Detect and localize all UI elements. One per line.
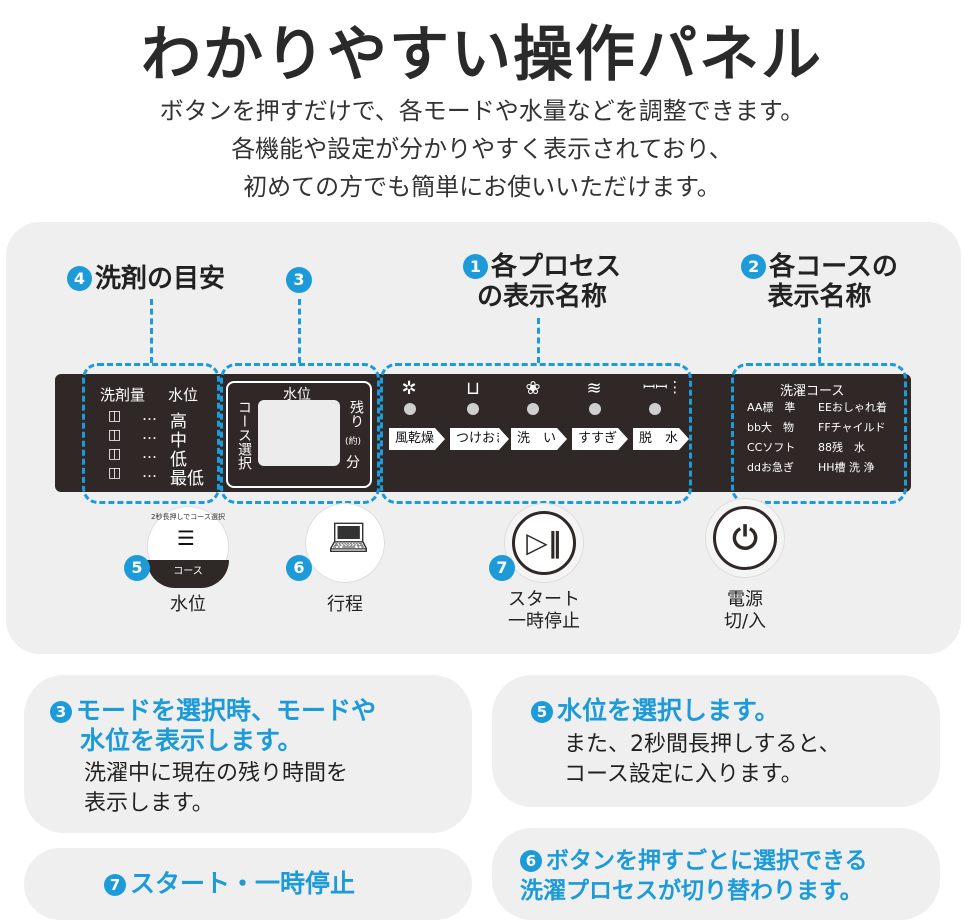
card5-body: また、2秒間長押しすると、 コース設定に入ります。: [564, 732, 841, 787]
power-icon: ⏻: [732, 519, 758, 557]
detergent-cup-icon: ◫: [108, 465, 122, 481]
leader-line-4: [150, 299, 153, 363]
highlight-detergent: [82, 363, 220, 504]
card3-body: 洗濯中に現在の残り時間を 表示します。: [84, 761, 349, 816]
detergent-cup-icon: ◫: [108, 446, 122, 462]
highlight-processes: [380, 363, 692, 504]
soak-icon: ⊔: [465, 378, 481, 399]
callout-number-3: 3: [286, 267, 312, 293]
play-pause-icon: ▷‖: [526, 526, 562, 559]
water-level-caption: 水位: [170, 594, 206, 615]
course-inner-label: コース: [173, 566, 203, 577]
leader-line-2: [818, 318, 821, 363]
process-tag-wash: 洗 い: [511, 428, 567, 450]
lcd-display: [258, 400, 340, 466]
intro-text: ボタンを押すだけで、各モードや水量などを調整できます。 各機能や設定が分かりやす…: [0, 92, 964, 206]
start-pause-button[interactable]: ▷‖: [504, 503, 584, 583]
lcd-approx: (約): [345, 437, 362, 447]
process-tag-air-dry: 風乾燥: [389, 428, 445, 450]
card-water-description: [492, 675, 940, 807]
process-led: [467, 403, 479, 415]
process-led: [649, 403, 661, 415]
lcd-remaining: 残り: [348, 400, 364, 428]
callout-number-2: 2: [741, 254, 767, 279]
laptop-icon: 💻︎: [327, 518, 371, 558]
level-high: 高: [170, 412, 187, 432]
water-level-button[interactable]: 2秒長押しでコース選択 ☰ コース: [147, 506, 229, 588]
course-list-right: EEおしゃれ着 FFチャイルド 88残 水 HH槽 洗 浄: [818, 401, 887, 474]
process-led: [404, 403, 416, 415]
wind-icon: ✲: [401, 378, 417, 399]
callout-number-6: 6: [286, 555, 312, 581]
lcd-course-select: コース選択: [236, 400, 252, 470]
page-title: わかりやすい操作パネル: [141, 20, 823, 90]
process-button[interactable]: 💻︎: [305, 503, 385, 583]
detergent-cup-icon: ◫: [108, 427, 122, 443]
intro-line-1: ボタンを押すだけで、各モードや水量などを調整できます。: [159, 97, 805, 125]
level-lowest: 最低: [170, 469, 204, 489]
power-caption: 電源 切/入: [723, 589, 767, 632]
highlight-courses: [731, 363, 907, 504]
process-tag-spin: 脱 水: [633, 428, 689, 450]
lcd-minutes: 分: [346, 455, 360, 471]
process-tag-soak: つけおき: [450, 428, 509, 450]
power-button[interactable]: ⏻: [705, 498, 785, 578]
process-led: [589, 403, 601, 415]
lcd-title: 水位: [283, 387, 311, 403]
lcd-frame: [226, 381, 372, 488]
intro-line-2: 各機能や設定が分かりやすく表示されており、: [231, 135, 733, 163]
level-mid: 中: [170, 431, 187, 451]
callout-number-5: 5: [124, 555, 150, 581]
intro-line-3: 初めての方でも簡単にお使いいただけます。: [243, 173, 721, 201]
process-tag-rinse: すすぎ: [572, 428, 628, 450]
water-level-icon: ☰: [177, 526, 195, 550]
leader-line-3: [298, 299, 301, 363]
card-lcd-description: [24, 675, 472, 833]
level-low: 低: [170, 450, 187, 470]
detergent-cup-icon: ◫: [108, 408, 122, 424]
course-title: 洗濯コース: [780, 384, 845, 399]
process-caption: 行程: [327, 594, 363, 615]
card-start-description: [24, 848, 472, 920]
start-pause-caption: スタート 一時停止: [508, 589, 580, 632]
callout-number-1: 1: [462, 254, 488, 279]
callout-number-4: 4: [67, 266, 92, 291]
water-header: 水位: [168, 386, 199, 404]
wash-icon: ❀: [525, 378, 541, 399]
long-press-hint: 2秒長押しでコース選択: [151, 513, 225, 521]
leader-line-1: [537, 318, 540, 363]
course-list-left: AA標 準 bb大 物 CCソフト ddお急ぎ: [747, 401, 796, 474]
card-process-description: [492, 828, 940, 920]
rinse-icon: ≋: [586, 378, 602, 399]
highlight-lcd: [220, 363, 380, 504]
process-led: [527, 403, 539, 415]
callout-number-7: 7: [489, 555, 515, 581]
detergent-header: 洗剤量: [100, 386, 146, 404]
